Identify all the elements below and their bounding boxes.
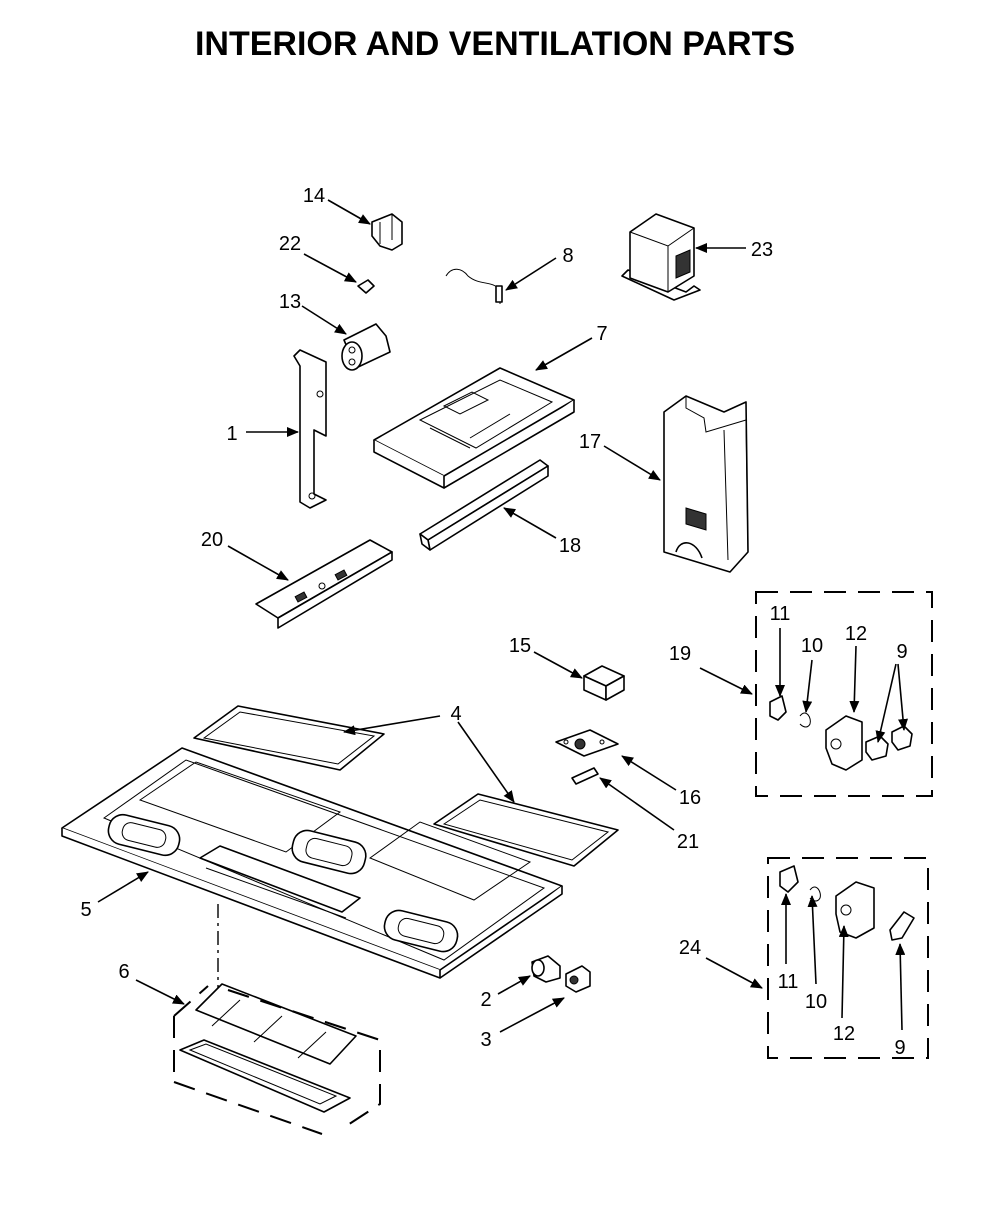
part-2-3-drawing bbox=[531, 955, 591, 993]
callout-12b: 12 bbox=[833, 1023, 855, 1045]
callout-11b: 11 bbox=[778, 971, 799, 993]
callout-24: 24 bbox=[679, 937, 701, 959]
callout-10b: 10 bbox=[805, 991, 827, 1013]
part-15-drawing bbox=[583, 665, 625, 701]
callout-14: 14 bbox=[303, 185, 325, 207]
part-6-drawing bbox=[173, 983, 381, 1135]
callout-16: 16 bbox=[679, 787, 701, 809]
callout-3: 3 bbox=[480, 1029, 491, 1051]
callout-15: 15 bbox=[509, 635, 531, 657]
callout-9b: 9 bbox=[894, 1037, 905, 1059]
group-24-box bbox=[767, 857, 929, 1059]
callout-21: 21 bbox=[677, 831, 699, 853]
callout-22: 22 bbox=[279, 233, 301, 255]
part-22-drawing bbox=[357, 279, 375, 294]
part-18-drawing bbox=[419, 459, 549, 551]
part-20-drawing bbox=[255, 539, 393, 629]
callout-7: 7 bbox=[596, 323, 607, 345]
callout-10a: 10 bbox=[801, 635, 823, 657]
callout-2: 2 bbox=[480, 989, 491, 1011]
leader-lines bbox=[97, 199, 908, 1033]
part-21-drawing bbox=[571, 767, 599, 785]
part-7-drawing bbox=[373, 367, 575, 489]
callout-4: 4 bbox=[450, 703, 461, 725]
diagram-title: INTERIOR AND VENTILATION PARTS bbox=[195, 25, 795, 63]
callout-8: 8 bbox=[562, 245, 573, 267]
part-4-drawing bbox=[193, 705, 619, 867]
callout-5: 5 bbox=[80, 899, 91, 921]
part-16-drawing bbox=[555, 729, 619, 757]
callout-23: 23 bbox=[751, 239, 773, 261]
part-23-drawing bbox=[621, 213, 701, 301]
part-8-drawing bbox=[445, 268, 503, 304]
callout-17: 17 bbox=[579, 431, 601, 453]
part-14-drawing bbox=[371, 213, 403, 251]
callout-12a: 12 bbox=[845, 623, 867, 645]
part-13-drawing bbox=[341, 323, 391, 371]
part-5-drawing bbox=[61, 747, 563, 979]
callout-11a: 11 bbox=[770, 603, 791, 625]
callout-1: 1 bbox=[226, 423, 237, 445]
callout-20: 20 bbox=[201, 529, 223, 551]
callout-9a: 9 bbox=[896, 641, 907, 663]
callout-labels: 14 22 13 1 8 23 7 17 18 20 15 4 16 21 5 … bbox=[80, 185, 907, 1059]
callout-18: 18 bbox=[559, 535, 581, 557]
part-1-drawing bbox=[293, 349, 327, 509]
callout-19: 19 bbox=[669, 643, 691, 665]
callout-13: 13 bbox=[279, 291, 301, 313]
callout-6: 6 bbox=[118, 961, 129, 983]
part-17-drawing bbox=[663, 395, 749, 573]
